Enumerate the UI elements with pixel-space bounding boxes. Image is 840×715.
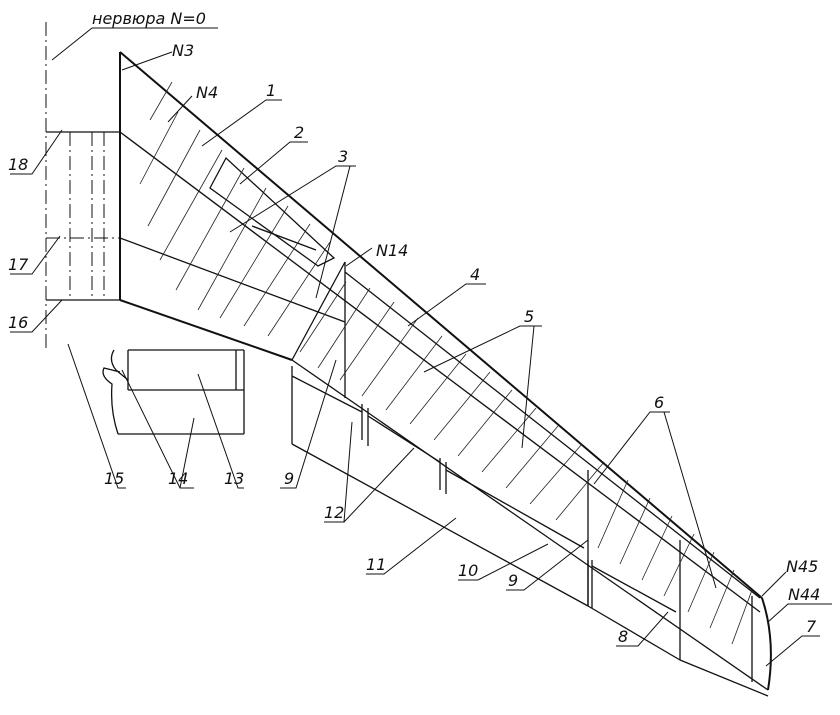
callout-12: 12 <box>324 503 344 522</box>
flap-detail <box>102 349 245 435</box>
callout-15: 15 <box>104 469 124 488</box>
callout-1: 1 <box>266 81 276 100</box>
callout-2: 2 <box>294 123 304 142</box>
callout-3: 3 <box>338 147 348 166</box>
rib-n4-label: N4 <box>196 83 218 102</box>
rib-n44-label: N44 <box>788 585 820 604</box>
callout-14: 14 <box>168 469 188 488</box>
title-label: нервюра N=0 <box>92 9 206 28</box>
rib-n45-label: N45 <box>786 557 818 576</box>
callouts: 1 2 3 4 5 6 7 8 9 9 10 11 12 13 14 <box>8 81 820 667</box>
rib-n14-label: N14 <box>376 241 408 260</box>
wing-outline <box>119 51 772 691</box>
rib-n3-label: N3 <box>172 41 194 60</box>
callout-5: 5 <box>524 307 534 326</box>
callout-17: 17 <box>8 255 29 274</box>
callout-4: 4 <box>470 265 480 284</box>
center-section <box>46 131 120 301</box>
callout-10: 10 <box>458 561 478 580</box>
callout-18: 18 <box>8 155 28 174</box>
callout-9b: 9 <box>508 571 518 590</box>
callout-16: 16 <box>8 313 28 332</box>
callout-7: 7 <box>806 617 817 636</box>
hatching <box>139 81 753 645</box>
callout-13: 13 <box>224 469 244 488</box>
inboard-panel <box>209 156 336 267</box>
callout-9a: 9 <box>284 469 294 488</box>
callout-6: 6 <box>654 393 664 412</box>
callout-8: 8 <box>618 627 628 646</box>
callout-11: 11 <box>366 555 386 574</box>
rib-labels: N3 N4 N14 N45 N44 <box>121 41 832 623</box>
rib-zero-axis: нервюра N=0 <box>45 9 218 352</box>
